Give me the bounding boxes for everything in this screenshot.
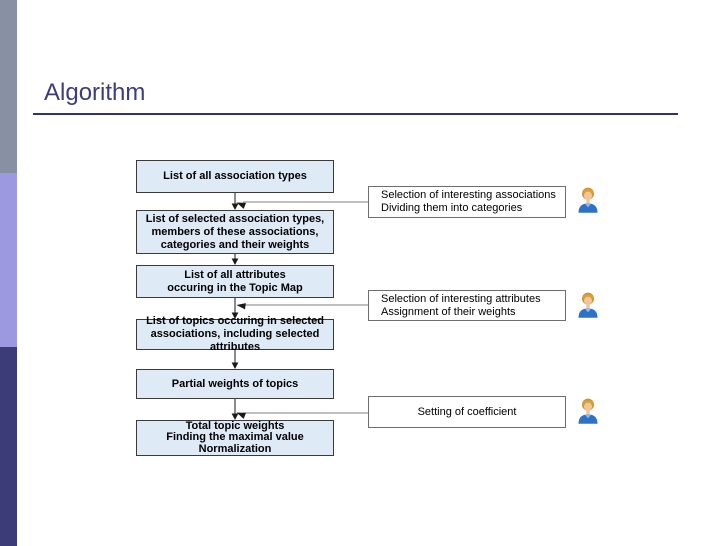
flow-step-5: Partial weights of topics xyxy=(136,369,334,399)
flow-step-2: List of selected association types, memb… xyxy=(136,210,334,254)
flow-step-4: List of topics occuring in selected asso… xyxy=(136,315,334,353)
person-icon xyxy=(578,398,598,424)
person-icon xyxy=(578,292,598,318)
flow-step-3: List of all attributes occuring in the T… xyxy=(136,265,334,298)
flow-step-1-label: List of all association types xyxy=(163,170,307,182)
flow-step-4-label: List of topics occuring in selected asso… xyxy=(146,315,324,353)
flow-step-1: List of all association types xyxy=(136,160,334,193)
annotation-box-3: Setting of coefficient xyxy=(368,396,566,428)
sidebar-accent-navy xyxy=(0,347,17,546)
sidebar-accent-gray xyxy=(0,0,17,173)
flow-step-2-label: List of selected association types, memb… xyxy=(145,212,325,251)
flow-step-3-label: List of all attributes occuring in the T… xyxy=(167,268,303,294)
flow-step-5-label: Partial weights of topics xyxy=(171,377,299,390)
annotation-3-label: Setting of coefficient xyxy=(417,405,517,418)
annotation-1-label: Selection of interesting associations Di… xyxy=(381,189,556,214)
flow-step-6-label: Total topic weights Finding the maximal … xyxy=(166,419,304,455)
title-underline xyxy=(33,113,678,115)
person-icon xyxy=(578,187,598,213)
annotation-2-label: Selection of interesting attributes Assi… xyxy=(381,292,541,318)
flow-step-6: Total topic weights Finding the maximal … xyxy=(136,420,334,456)
annotation-box-2: Selection of interesting attributes Assi… xyxy=(368,290,566,321)
slide-title: Algorithm xyxy=(44,79,146,106)
sidebar-accent-lavender xyxy=(0,173,17,347)
annotation-box-1: Selection of interesting associations Di… xyxy=(368,186,566,218)
